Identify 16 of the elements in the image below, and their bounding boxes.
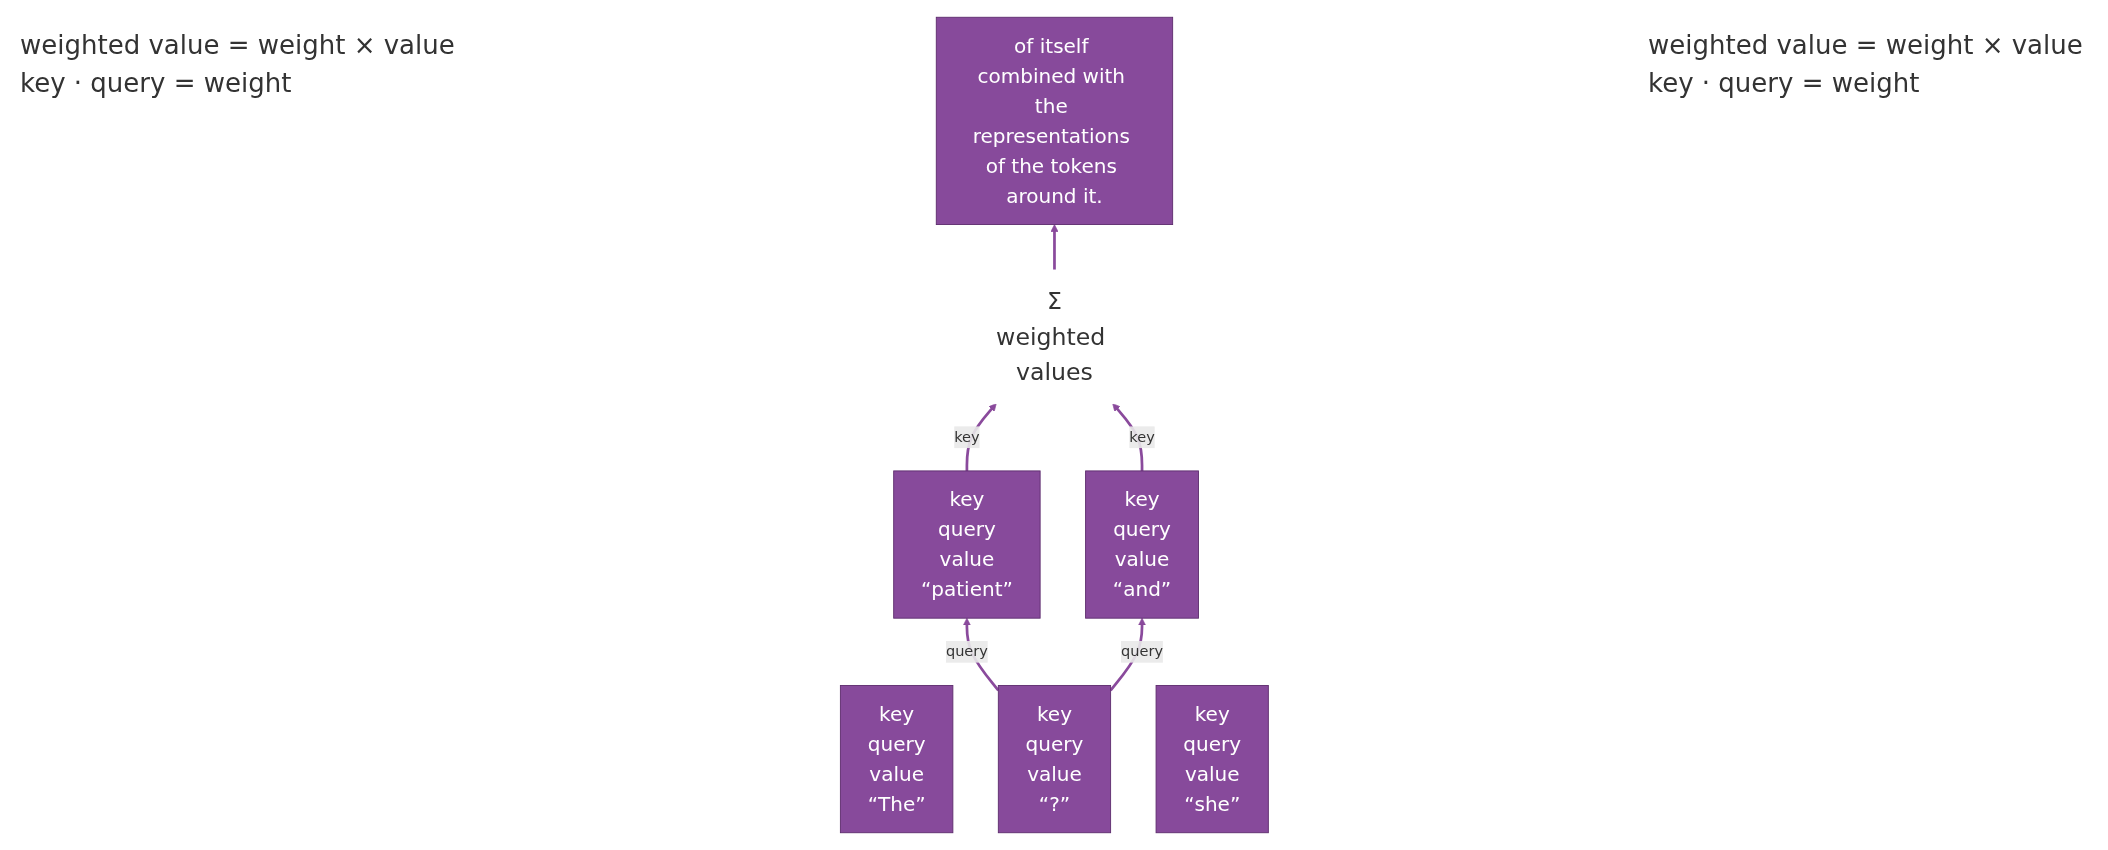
node-box: key query value “patient” xyxy=(892,470,1041,619)
node-text: Σ weighted values xyxy=(995,287,1105,386)
node-box: key query value “The” xyxy=(839,685,953,834)
formula-label: key · query = weight xyxy=(1648,68,1921,98)
formula-label: weighted value = weight × value xyxy=(1648,30,2084,60)
edge-label: query xyxy=(1120,642,1163,660)
node-box: key query value “and” xyxy=(1084,470,1199,619)
formula-label: key · query = weight xyxy=(20,68,293,98)
node-box: key query value “?” xyxy=(997,685,1111,834)
node-box: key query value “she” xyxy=(1155,685,1269,834)
edge-label: key xyxy=(1128,428,1155,446)
node-box: of itself combined with the representations of the tokens around it. xyxy=(935,16,1173,225)
edge-label: query xyxy=(945,642,988,660)
formula-label: weighted value = weight × value xyxy=(20,30,456,60)
arrow xyxy=(1050,224,1059,270)
edge-label: key xyxy=(953,428,980,446)
